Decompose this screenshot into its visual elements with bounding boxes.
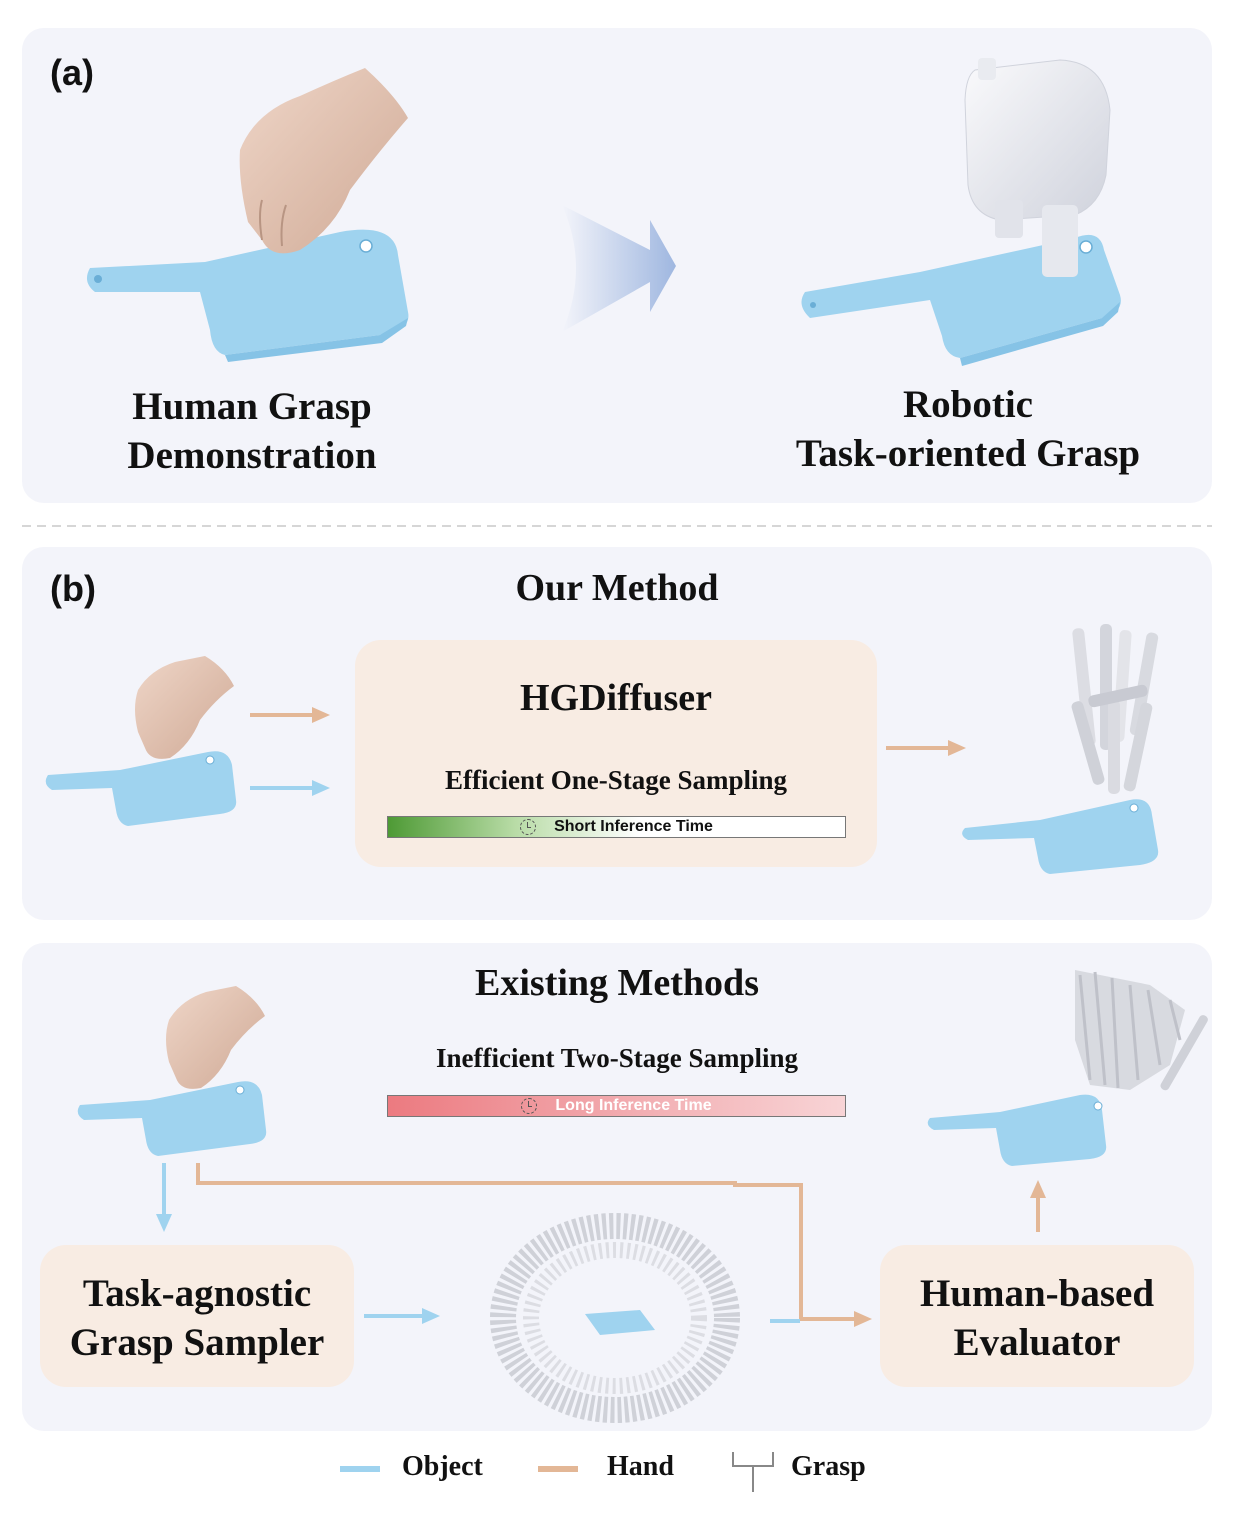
grasp-sampler-box bbox=[40, 1245, 354, 1387]
our-method-output-illustration bbox=[962, 624, 1159, 874]
legend-hand-label: Hand bbox=[607, 1451, 674, 1482]
object-down-arrowhead bbox=[156, 1214, 172, 1232]
hand-route-arrowhead bbox=[854, 1311, 872, 1327]
sampler-output-arrowhead bbox=[422, 1308, 440, 1324]
efficient-sampling-label: Efficient One-Stage Sampling bbox=[445, 765, 787, 795]
object-input-arrowhead bbox=[312, 780, 330, 796]
panel-b-label: (b) bbox=[50, 568, 96, 609]
existing-method-input-illustration bbox=[77, 986, 267, 1156]
grasp-sampler-line-1: Task-agnostic bbox=[82, 1272, 312, 1315]
hgdiffuser-title: HGDiffuser bbox=[519, 677, 713, 719]
hand-input-arrowhead bbox=[312, 707, 330, 723]
hand-route-line bbox=[196, 1163, 858, 1321]
human-evaluator-line-2: Evaluator bbox=[953, 1321, 1121, 1364]
panel-a-label: (a) bbox=[50, 52, 94, 93]
existing-method-output-illustration bbox=[927, 970, 1208, 1166]
grasp-sampler-line-2: Grasp Sampler bbox=[69, 1321, 325, 1364]
transfer-arrow bbox=[562, 205, 676, 332]
evaluator-up-arrowhead bbox=[1030, 1180, 1046, 1198]
output-arrowhead bbox=[948, 740, 966, 756]
our-method-input-illustration bbox=[45, 656, 237, 826]
legend-grasp-label: Grasp bbox=[791, 1451, 866, 1482]
human-caption-line-2: Demonstration bbox=[127, 434, 377, 477]
long-inference-label: Long Inference Time bbox=[555, 1097, 712, 1114]
human-evaluator-line-1: Human-based bbox=[919, 1272, 1155, 1315]
clock-icon bbox=[521, 1098, 538, 1114]
robot-caption-line-2: Task-oriented Grasp bbox=[795, 432, 1141, 475]
short-inference-bar: Short Inference Time bbox=[387, 816, 846, 838]
human-evaluator-box bbox=[880, 1245, 1194, 1387]
legend-object-label: Object bbox=[402, 1451, 483, 1482]
long-inference-bar: Long Inference Time bbox=[387, 1095, 846, 1117]
grasp-candidates-cloud bbox=[490, 1213, 740, 1423]
robotic-grasp-illustration bbox=[801, 58, 1121, 366]
existing-methods-title: Existing Methods bbox=[475, 962, 759, 1004]
clock-icon bbox=[520, 819, 537, 835]
short-inference-label: Short Inference Time bbox=[554, 818, 713, 835]
human-grasp-illustration bbox=[86, 68, 409, 362]
our-method-title: Our Method bbox=[515, 567, 719, 609]
human-caption-line-1: Human Grasp bbox=[132, 385, 372, 428]
inefficient-sampling-label: Inefficient Two-Stage Sampling bbox=[435, 1043, 798, 1073]
robot-caption-line-1: Robotic bbox=[903, 383, 1033, 426]
legend-grasp-icon bbox=[732, 1452, 774, 1492]
